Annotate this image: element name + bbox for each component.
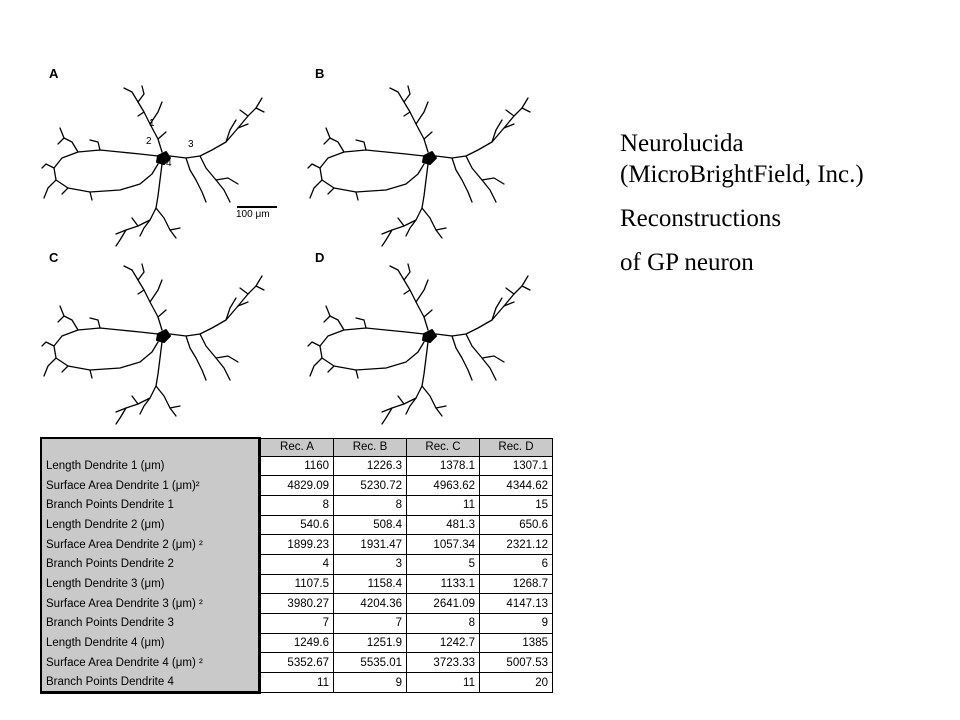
- table-cell: 1226.3: [333, 455, 407, 477]
- table-corner-cell: [40, 437, 261, 456]
- table-cell: 1378.1: [406, 455, 480, 477]
- table-cell: 8: [406, 613, 480, 634]
- row-label: Surface Area Dendrite 2 (μm) ²: [40, 534, 261, 555]
- table-cell: 1242.7: [406, 632, 480, 654]
- row-label: Length Dendrite 3 (μm): [40, 574, 261, 594]
- row-label: Length Dendrite 4 (μm): [40, 633, 261, 653]
- table-cell: 2321.12: [479, 534, 553, 555]
- dendrite-number-3: 3: [188, 139, 194, 150]
- table-cell: 5535.01: [333, 652, 407, 674]
- row-label: Branch Points Dendrite 2: [40, 554, 261, 575]
- table-cell: 1931.47: [333, 534, 407, 555]
- table-cell: 9: [333, 672, 407, 694]
- table-cell: 1249.6: [259, 632, 334, 654]
- column-header-rec-c: Rec. C: [406, 437, 480, 457]
- table-cell: 481.3: [406, 514, 480, 536]
- row-label: Length Dendrite 2 (μm): [40, 515, 261, 535]
- figure-caption: Neurolucida (MicroBrightField, Inc.) Rec…: [620, 128, 920, 291]
- table-cell: 8: [333, 494, 407, 516]
- table-cell: 20: [479, 672, 553, 694]
- caption-line-3: of GP neuron: [620, 249, 754, 276]
- table-cell: 1158.4: [333, 573, 407, 595]
- dendrite-number-4: 4: [166, 158, 172, 169]
- caption-line-1: Neurolucida (MicroBrightField, Inc.): [620, 130, 864, 188]
- row-label: Surface Area Dendrite 3 (μm) ²: [40, 593, 261, 614]
- caption-line-2: Reconstructions: [620, 205, 782, 232]
- table-cell: 4204.36: [333, 593, 407, 614]
- table-cell: 5352.67: [259, 652, 334, 674]
- table-cell: 5007.53: [479, 652, 553, 674]
- neuron-reconstruction-b: [306, 84, 546, 259]
- table-cell: 5: [406, 553, 480, 575]
- table-cell: 7: [259, 613, 334, 634]
- table-cell: 1251.9: [333, 632, 407, 654]
- table-header-row: Rec. A Rec. B Rec. C Rec. D: [40, 437, 553, 457]
- table-cell: 540.6: [259, 514, 334, 536]
- scale-bar-label: 100 μm: [236, 209, 270, 220]
- row-label: Surface Area Dendrite 4 (μm) ²: [40, 652, 261, 673]
- table-cell: 1268.7: [479, 573, 553, 595]
- table-cell: 650.6: [479, 514, 553, 536]
- panel-label-d: D: [315, 250, 325, 265]
- table-cell: 4147.13: [479, 593, 553, 614]
- table-cell: 4: [259, 553, 334, 575]
- column-header-rec-d: Rec. D: [479, 437, 553, 457]
- table-cell: 1133.1: [406, 573, 480, 595]
- panel-label-a: A: [49, 66, 59, 81]
- table-cell: 5230.72: [333, 475, 407, 496]
- morphometry-table: Rec. A Rec. B Rec. C Rec. D Length Dendr…: [40, 437, 553, 695]
- row-label: Length Dendrite 1 (μm): [40, 456, 261, 476]
- neuron-reconstruction-a: [40, 84, 280, 259]
- panel-label-b: B: [315, 66, 325, 81]
- dendrite-number-2: 2: [146, 136, 152, 147]
- table-cell: 1057.34: [406, 534, 480, 555]
- scale-bar-line: [237, 206, 277, 208]
- table-cell: 1385: [479, 632, 553, 654]
- table-cell: 15: [479, 494, 553, 516]
- column-header-rec-b: Rec. B: [333, 437, 407, 457]
- dendrite-number-1: 1: [149, 118, 155, 129]
- table-cell: 4344.62: [479, 475, 553, 496]
- table-cell: 8: [259, 494, 334, 516]
- table-cell: 4829.09: [259, 475, 334, 496]
- neuron-reconstruction-d: [306, 262, 546, 437]
- table-cell: 1307.1: [479, 455, 553, 477]
- neuron-reconstruction-c: [40, 262, 280, 437]
- table-cell: 1160: [259, 455, 334, 477]
- table-cell: 7: [333, 613, 407, 634]
- table-cell: 1107.5: [259, 573, 334, 595]
- table-cell: 11: [406, 672, 480, 694]
- table-cell: 6: [479, 553, 553, 575]
- table-cell: 9: [479, 613, 553, 634]
- table-cell: 11: [406, 494, 480, 516]
- row-label: Branch Points Dendrite 1: [40, 495, 261, 516]
- panel-label-c: C: [49, 250, 59, 265]
- table-cell: 11: [259, 672, 334, 694]
- row-label: Branch Points Dendrite 3: [40, 613, 261, 634]
- table-cell: 2641.09: [406, 593, 480, 614]
- row-label: Branch Points Dendrite 4: [40, 672, 261, 695]
- column-header-rec-a: Rec. A: [259, 437, 334, 457]
- table-cell: 4963.62: [406, 475, 480, 496]
- row-label: Surface Area Dendrite 1 (μm)²: [40, 475, 261, 496]
- table-cell: 1899.23: [259, 534, 334, 555]
- table-cell: 508.4: [333, 514, 407, 536]
- table-cell: 3: [333, 553, 407, 575]
- table-cell: 3980.27: [259, 593, 334, 614]
- table-cell: 3723.33: [406, 652, 480, 674]
